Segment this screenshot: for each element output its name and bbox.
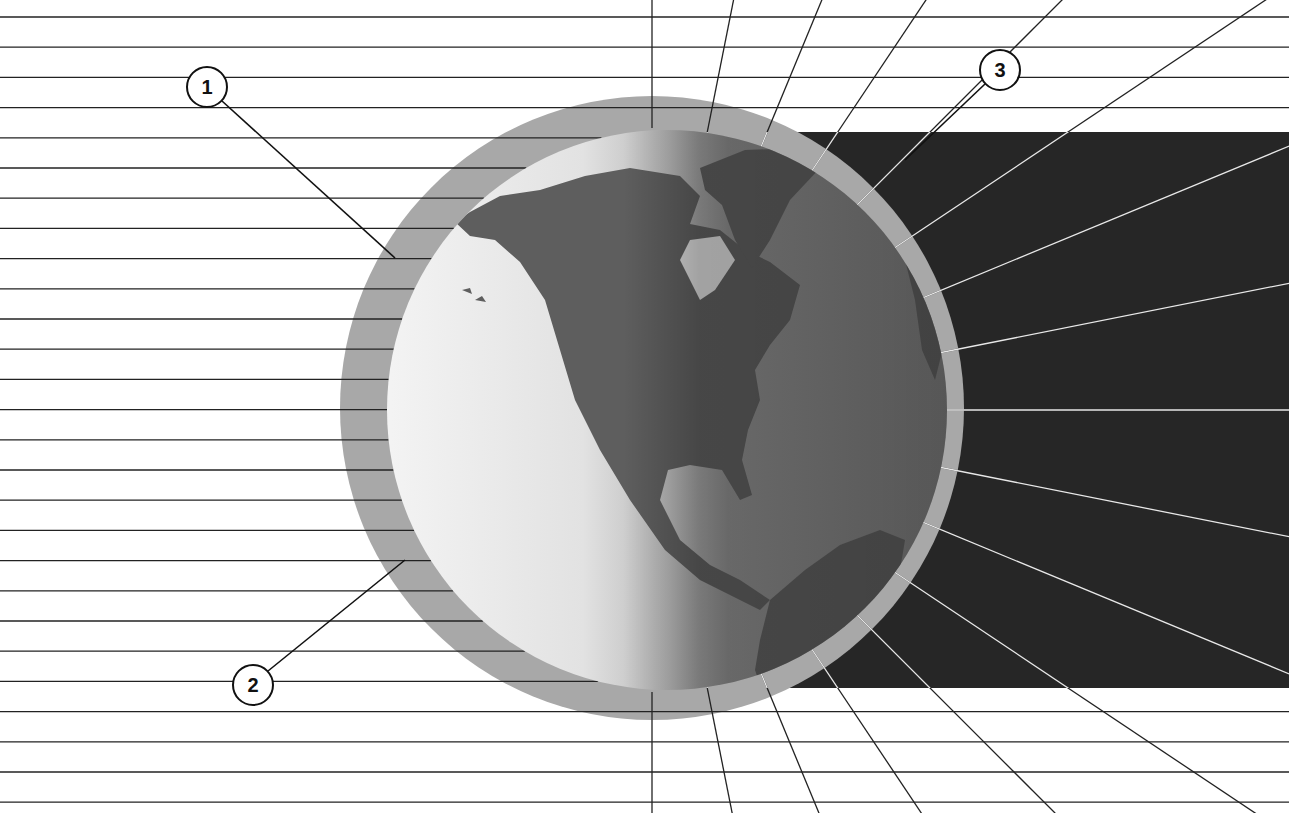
radial-line	[913, 27, 1289, 302]
sun-ray	[0, 258, 432, 259]
radial-line	[851, 132, 1289, 211]
radial-line	[809, 645, 1208, 813]
radial-line	[809, 0, 1208, 176]
sun-ray	[0, 198, 484, 199]
radial-line	[760, 0, 1035, 150]
radial-line	[929, 465, 1289, 605]
callout-number: 2	[247, 675, 258, 695]
radial-line	[707, 687, 847, 688]
radial-line	[934, 409, 1289, 410]
sun-ray	[0, 620, 483, 621]
radial-line	[887, 132, 1289, 253]
radial-line	[887, 0, 1289, 253]
sun-ray	[0, 771, 1289, 772]
atmosphere	[340, 96, 964, 720]
globe	[380, 120, 960, 700]
radial-line	[851, 0, 1289, 211]
sun-ray	[0, 651, 525, 652]
radial-line	[929, 215, 1289, 355]
radial-line	[929, 465, 1289, 605]
sun-ray	[0, 47, 1289, 48]
radial-line	[809, 645, 1208, 689]
sun-ray	[0, 288, 415, 289]
globe-surface	[380, 120, 960, 700]
sun-ray	[0, 349, 394, 350]
sun-ray	[0, 409, 387, 410]
radial-line	[760, 132, 1035, 150]
leader-line	[905, 84, 985, 160]
sun-ray	[0, 681, 598, 682]
sun-ray	[0, 379, 389, 380]
radial-line	[707, 0, 847, 133]
radial-line	[887, 567, 1289, 813]
sun-ray	[0, 228, 454, 229]
callout-circle: 2	[232, 664, 274, 706]
sun-ray	[0, 318, 402, 319]
radial-line	[651, 0, 652, 128]
sun-ray	[0, 802, 1289, 803]
sun-ray	[0, 741, 1289, 742]
sun-ray	[0, 469, 394, 470]
sun-ray	[0, 711, 1289, 712]
callout-number: 1	[201, 77, 212, 97]
radial-line	[851, 609, 1289, 813]
radial-line	[913, 518, 1289, 688]
sun-ray	[0, 500, 402, 501]
radial-line	[913, 518, 1289, 793]
sun-ray	[0, 107, 1289, 108]
callout-circle: 3	[979, 49, 1021, 91]
leader-line	[268, 560, 405, 671]
radial-line	[913, 132, 1289, 302]
sun-ray	[0, 590, 453, 591]
sun-ray	[0, 560, 431, 561]
radial-line	[809, 132, 1208, 176]
radial-line	[887, 567, 1289, 688]
night-side	[380, 120, 960, 700]
sun-ray	[0, 439, 389, 440]
radial-line	[707, 687, 847, 813]
leader-line	[222, 101, 395, 258]
radial-line	[760, 671, 1035, 689]
radial-line	[760, 671, 1035, 813]
callout-number: 3	[994, 60, 1005, 80]
radial-line	[707, 132, 847, 133]
radial-line	[929, 215, 1289, 355]
radial-line	[651, 692, 652, 813]
radial-line	[851, 609, 1289, 688]
radial-line	[934, 409, 1289, 410]
callout-circle: 1	[186, 66, 228, 108]
sun-ray	[0, 530, 414, 531]
sun-ray	[0, 137, 601, 138]
sun-ray	[0, 167, 526, 168]
sun-ray	[0, 16, 1289, 17]
